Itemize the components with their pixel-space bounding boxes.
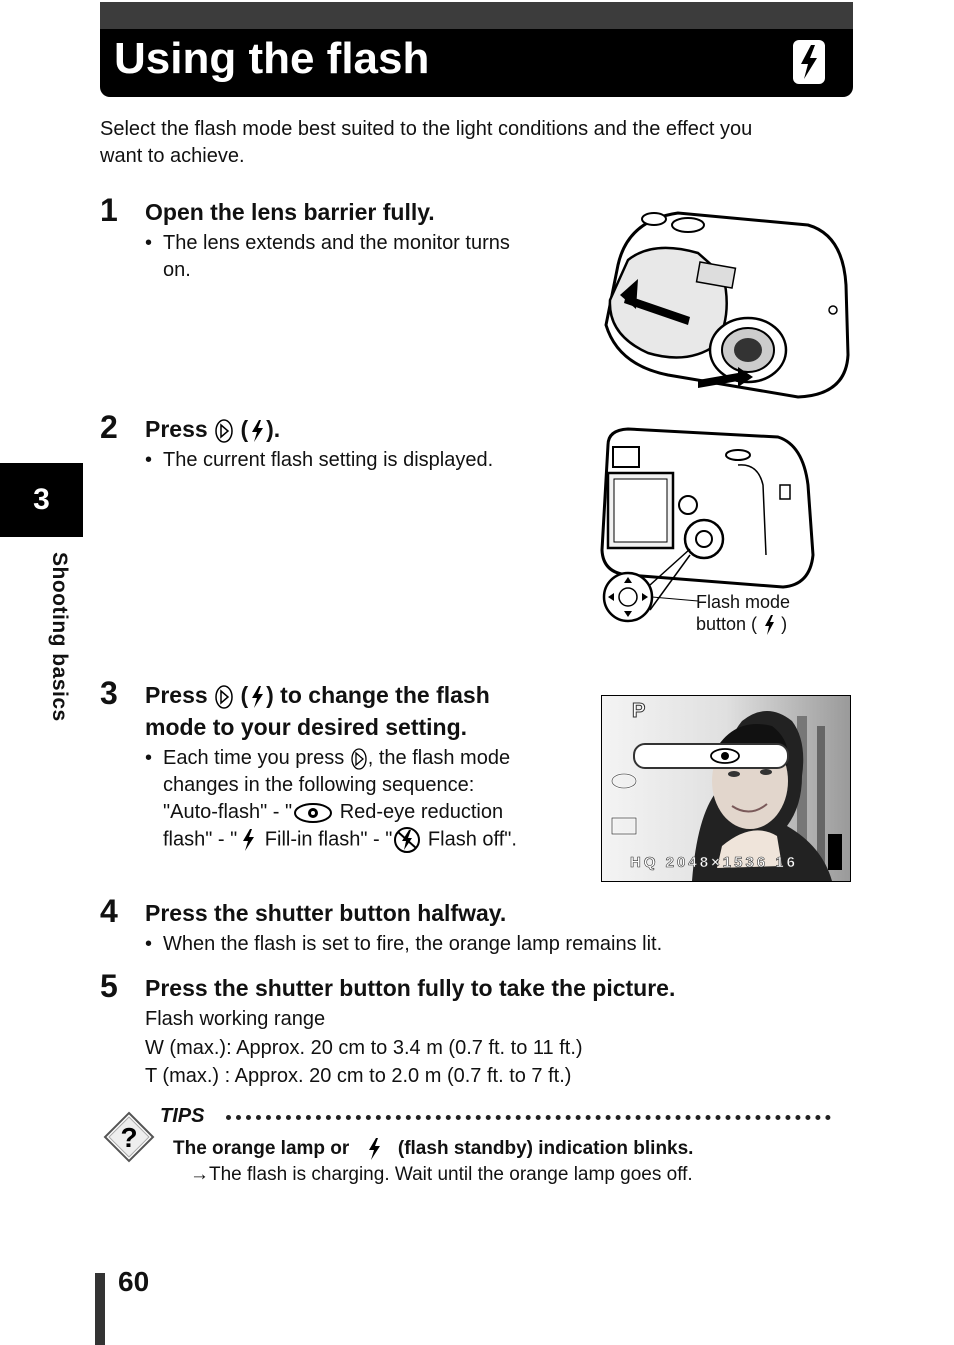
lcd-screen-photo: P HQ 2048×1536 16 xyxy=(601,695,851,882)
tips-heading-text: (flash standby) indication blinks. xyxy=(397,1138,694,1160)
flash-icon xyxy=(252,419,264,442)
bullet-text: Red-eye reduction xyxy=(339,801,504,823)
bullet-marker: • xyxy=(145,747,153,769)
flash-button-callout-line-2: button ( ) xyxy=(696,613,787,636)
svg-text:?: ? xyxy=(120,1122,137,1153)
step-heading-text: Press xyxy=(145,682,208,708)
bullet-text: , the flash mode xyxy=(367,747,511,769)
flash-range-tele: T (max.) : Approx. 20 cm to 2.0 m (0.7 f… xyxy=(145,1065,572,1087)
tips-heading-text: The orange lamp or xyxy=(173,1138,350,1160)
flash-icon xyxy=(243,829,255,851)
flash-icon xyxy=(765,615,775,636)
step-bullet-text: "Auto-flash" - " Red-eye reduction xyxy=(163,799,503,826)
intro-line-1: Select the flash mode best suited to the… xyxy=(100,118,753,140)
chapter-tab: 3 xyxy=(0,463,83,537)
camera-back-illustration xyxy=(600,427,815,623)
step-heading-text: Press xyxy=(145,416,208,442)
step-heading-text: ) to change the flash xyxy=(266,682,490,708)
title-strip xyxy=(100,2,853,29)
step-heading: Press the shutter button halfway. xyxy=(145,900,507,926)
callout-text: button ( xyxy=(696,614,758,634)
step-heading: Press (). xyxy=(145,413,280,445)
step-number: 1 xyxy=(100,192,118,228)
bullet-text: Flash off". xyxy=(427,828,517,851)
arrow-pad-right-icon xyxy=(215,419,233,443)
intro-line-2: want to achieve. xyxy=(100,145,245,167)
tips-label: TIPS xyxy=(160,1105,205,1127)
arrow-pad-right-icon xyxy=(351,748,367,770)
step-bullet-text: flash" - " Fill-in flash" - " Flash off"… xyxy=(163,826,517,854)
page-number: 60 xyxy=(118,1266,150,1297)
chapter-title: Shooting basics xyxy=(48,552,71,722)
shooting-mode-indicator: P xyxy=(631,700,646,723)
camera-lens-barrier-illustration xyxy=(604,211,850,399)
bullet-marker: • xyxy=(145,449,153,471)
bullet-marker: • xyxy=(145,933,153,955)
flash-range-wide: W (max.): Approx. 20 cm to 3.4 m (0.7 ft… xyxy=(145,1037,583,1059)
red-eye-icon xyxy=(294,802,333,823)
step-heading-line-2: mode to your desired setting. xyxy=(145,714,468,740)
tips-body: →The flash is charging. Wait until the o… xyxy=(190,1164,693,1185)
step-number: 3 xyxy=(100,675,118,711)
tips-heading: The orange lamp or (flash standby) indic… xyxy=(173,1136,693,1162)
step-heading-text: ). xyxy=(266,416,281,442)
step-bullet-text: Each time you press , the flash mode xyxy=(163,745,510,772)
bullet-text: flash" - " xyxy=(163,828,238,851)
step-heading: Press the shutter button fully to take t… xyxy=(145,975,676,1001)
step-bullet-text: The lens extends and the monitor turns xyxy=(163,232,510,254)
step-bullet-text: changes in the following sequence: xyxy=(163,774,475,796)
step-number: 5 xyxy=(100,968,118,1004)
title-bar: Using the flash xyxy=(100,2,853,97)
page-number-bar xyxy=(95,1273,105,1345)
step-bullet-text: The current flash setting is displayed. xyxy=(163,449,494,471)
flash-icon xyxy=(252,685,264,708)
page-title: Using the flash xyxy=(114,34,430,83)
step-heading-paren: ( xyxy=(240,682,249,708)
flash-range-label: Flash working range xyxy=(145,1008,326,1030)
step-heading: Press ( ) to change the flash xyxy=(145,679,490,711)
step-heading: Open the lens barrier fully. xyxy=(145,199,435,225)
bullet-text: Each time you press xyxy=(163,747,345,769)
step-number: 2 xyxy=(100,409,118,445)
tips-divider xyxy=(226,1115,831,1120)
step-number: 4 xyxy=(100,893,118,929)
bullet-marker: • xyxy=(145,232,153,254)
step-bullet-text: on. xyxy=(163,259,191,281)
flash-icon xyxy=(368,1138,380,1160)
flash-icon xyxy=(793,40,825,84)
bullet-text: "Auto-flash" - " xyxy=(163,801,293,823)
tips-question-icon: ? xyxy=(103,1111,155,1163)
arrow-pad-right-icon xyxy=(215,685,233,709)
bullet-text: Fill-in flash" - " xyxy=(264,828,393,851)
step-bullet-text: When the flash is set to fire, the orang… xyxy=(163,933,663,955)
image-quality-readout: HQ 2048×1536 16 xyxy=(630,854,799,872)
flash-off-icon xyxy=(394,827,421,853)
lcd-photo xyxy=(602,696,850,881)
chapter-number: 3 xyxy=(33,483,50,516)
callout-text: ) xyxy=(781,614,788,634)
step-heading-paren: ( xyxy=(240,416,249,442)
flash-button-callout-line-1: Flash mode xyxy=(696,592,791,612)
